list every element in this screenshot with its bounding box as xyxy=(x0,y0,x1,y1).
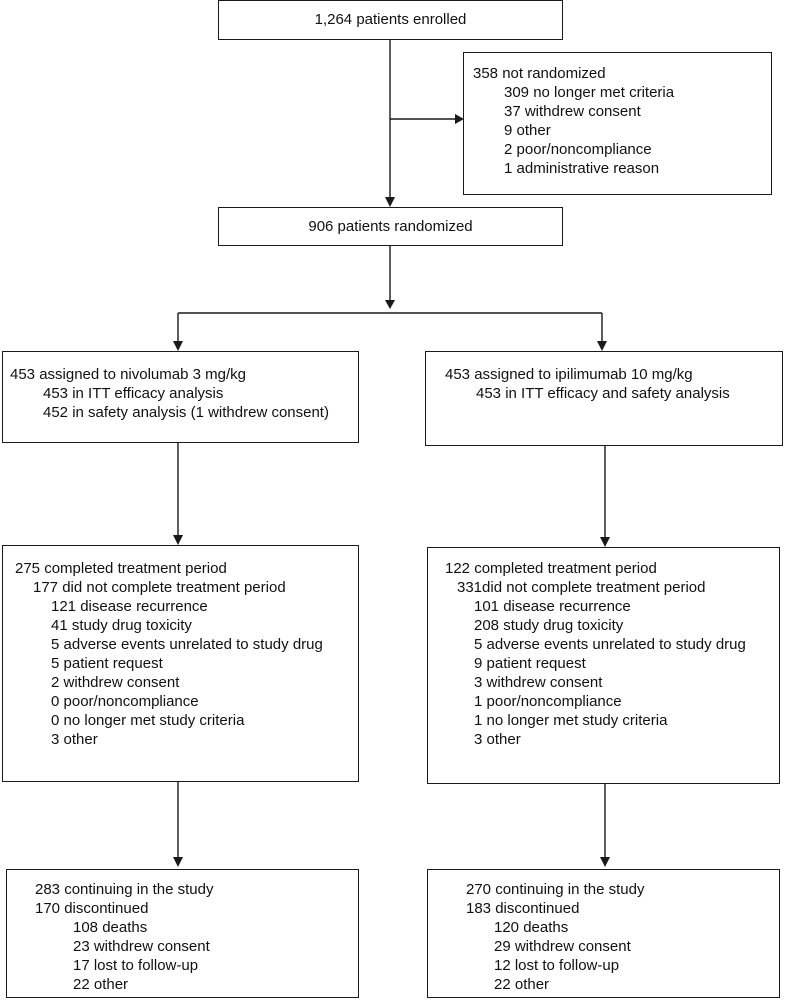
not-randomized-item: 37 withdrew consent xyxy=(504,103,641,120)
not-randomized-item: 9 other xyxy=(504,122,551,139)
nivolumab-treatment-reason: 2 withdrew consent xyxy=(51,674,180,691)
nivolumab-followup-reason: 22 other xyxy=(73,976,129,993)
ipilimumab-treatment-reason: 101 disease recurrence xyxy=(474,598,631,615)
arrowhead-ipilimumab-assigned xyxy=(597,341,607,351)
nivolumab-assigned-item: 452 in safety analysis (1 withdrew conse… xyxy=(43,404,329,421)
ipilimumab-treatment-reason: 9 patient request xyxy=(474,655,586,672)
ipilimumab-assigned-header: 453 assigned to ipilimumab 10 mg/kg xyxy=(445,366,693,383)
randomized-box: 906 patients randomized xyxy=(218,207,563,246)
ipilimumab-treatment-reason: 5 adverse events unrelated to study drug xyxy=(474,636,746,653)
nivolumab-not-completed-text: 177 did not complete treatment period xyxy=(33,579,286,596)
ipilimumab-followup-reason: 29 withdrew consent xyxy=(494,938,631,955)
randomized-text: 906 patients randomized xyxy=(308,218,473,235)
nivolumab-assigned-box: 453 assigned to nivolumab 3 mg/kg 453 in… xyxy=(2,351,359,443)
ipilimumab-followup-reason: 120 deaths xyxy=(494,919,569,936)
arrowhead-nivolumab-assigned xyxy=(173,341,183,351)
nivolumab-followup-reason: 23 withdrew consent xyxy=(73,938,210,955)
nivolumab-assigned-item: 453 in ITT efficacy analysis xyxy=(43,385,224,402)
arrowhead-ipilimumab-treatment xyxy=(600,537,610,547)
ipilimumab-treatment-reason: 1 no longer met study criteria xyxy=(474,712,668,729)
not-randomized-item: 1 administrative reason xyxy=(504,160,660,177)
ipilimumab-treatment-reason: 208 study drug toxicity xyxy=(474,617,624,634)
ipilimumab-discontinued-text: 183 discontinued xyxy=(466,900,580,917)
nivolumab-treatment-reason: 121 disease recurrence xyxy=(51,598,208,615)
ipilimumab-continuing-text: 270 continuing in the study xyxy=(466,881,645,898)
nivolumab-followup-reason: 17 lost to follow-up xyxy=(73,957,199,974)
not-randomized-header: 358 not randomized xyxy=(473,65,606,82)
nivolumab-treatment-reason: 3 other xyxy=(51,731,98,748)
ipilimumab-treatment-reason: 3 other xyxy=(474,731,521,748)
nivolumab-treatment-reason: 0 no longer met study criteria xyxy=(51,712,245,729)
arrowhead-not-randomized xyxy=(455,114,464,124)
not-randomized-item: 2 poor/noncompliance xyxy=(504,141,652,158)
not-randomized-item: 309 no longer met criteria xyxy=(504,84,675,101)
ipilimumab-treatment-box: 122 completed treatment period 331did no… xyxy=(427,547,780,784)
arrowhead-randomized xyxy=(385,197,395,207)
arrowhead-ipilimumab-followup xyxy=(600,857,610,867)
nivolumab-treatment-reason: 41 study drug toxicity xyxy=(51,617,192,634)
arrowhead-nivolumab-followup xyxy=(173,857,183,867)
ipilimumab-followup-box: 270 continuing in the study 183 disconti… xyxy=(427,869,780,998)
nivolumab-treatment-reason: 5 adverse events unrelated to study drug xyxy=(51,636,323,653)
nivolumab-treatment-reason: 5 patient request xyxy=(51,655,163,672)
ipilimumab-followup-reason: 22 other xyxy=(494,976,550,993)
nivolumab-followup-box: 283 continuing in the study 170 disconti… xyxy=(6,869,359,998)
nivolumab-assigned-header: 453 assigned to nivolumab 3 mg/kg xyxy=(10,366,246,383)
ipilimumab-treatment-reason: 1 poor/noncompliance xyxy=(474,693,622,710)
nivolumab-continuing-text: 283 continuing in the study xyxy=(35,881,214,898)
arrowhead-split xyxy=(385,300,395,309)
nivolumab-treatment-box: 275 completed treatment period 177 did n… xyxy=(2,545,359,782)
enrolled-text: 1,264 patients enrolled xyxy=(314,11,467,28)
ipilimumab-completed-text: 122 completed treatment period xyxy=(445,560,657,577)
not-randomized-box: 358 not randomized 309 no longer met cri… xyxy=(463,52,772,195)
ipilimumab-assigned-box: 453 assigned to ipilimumab 10 mg/kg 453 … xyxy=(425,351,783,446)
nivolumab-followup-reason: 108 deaths xyxy=(73,919,148,936)
ipilimumab-followup-reason: 12 lost to follow-up xyxy=(494,957,620,974)
enrolled-box: 1,264 patients enrolled xyxy=(218,0,563,40)
nivolumab-discontinued-text: 170 discontinued xyxy=(35,900,149,917)
ipilimumab-not-completed-text: 331did not complete treatment period xyxy=(457,579,706,596)
arrowhead-nivolumab-treatment xyxy=(173,535,183,545)
nivolumab-treatment-reason: 0 poor/noncompliance xyxy=(51,693,199,710)
ipilimumab-assigned-item: 453 in ITT efficacy and safety analysis xyxy=(476,385,730,402)
nivolumab-completed-text: 275 completed treatment period xyxy=(15,560,227,577)
ipilimumab-treatment-reason: 3 withdrew consent xyxy=(474,674,603,691)
